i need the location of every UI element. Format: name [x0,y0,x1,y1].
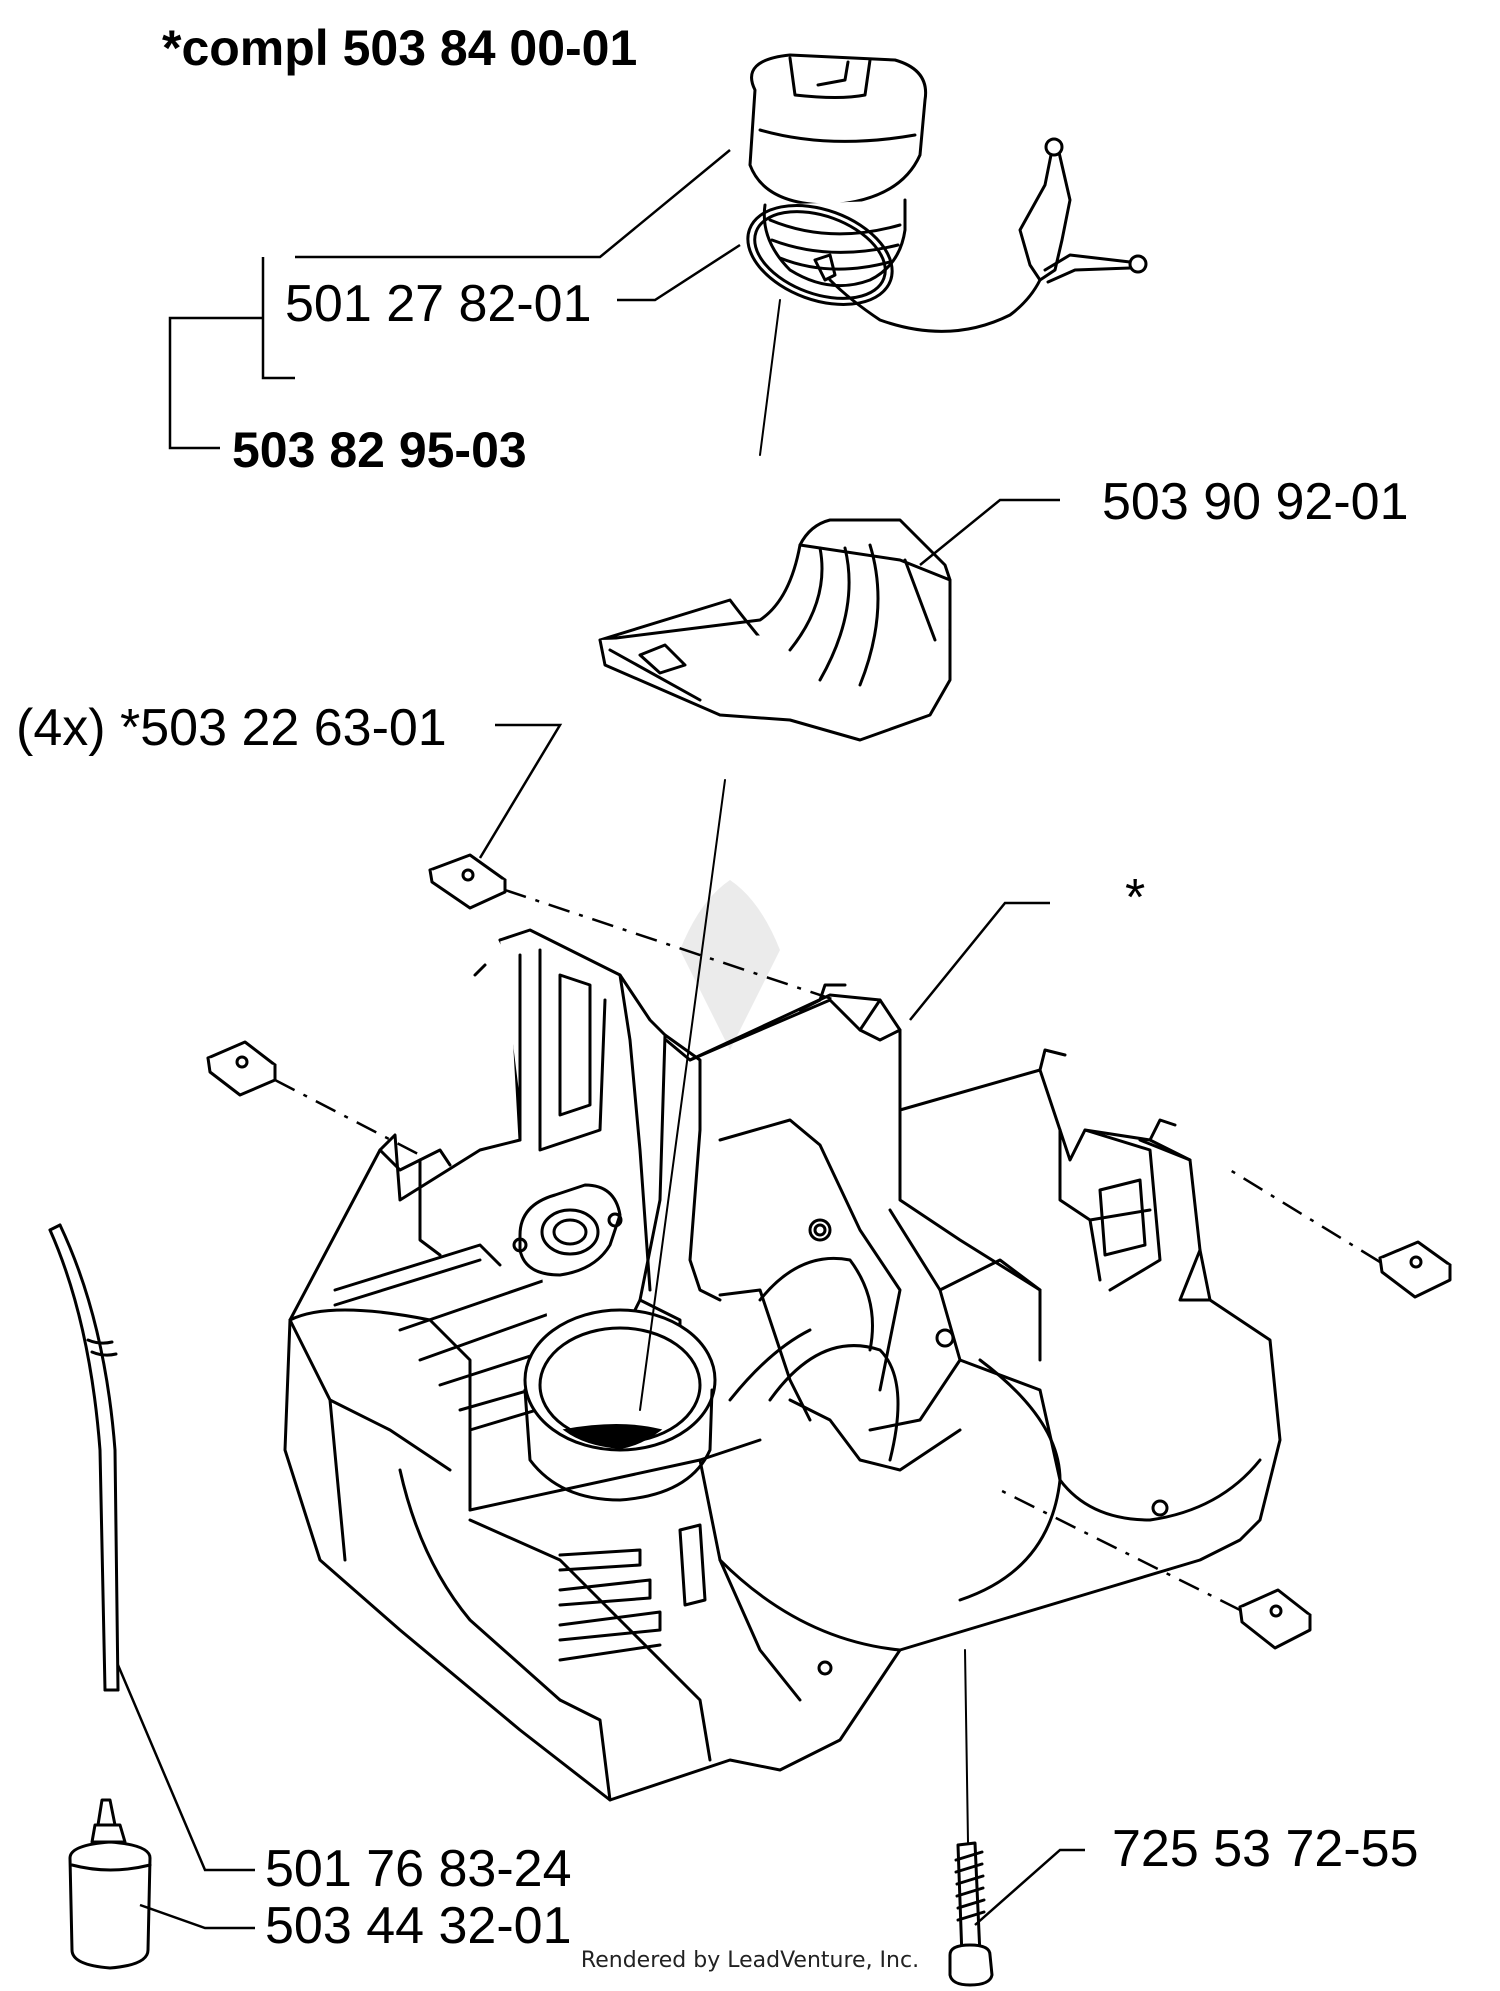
clip-part-number: (4x) *503 22 63-01 [16,699,447,757]
fuel-cap [746,53,928,306]
clip-nut-1 [428,853,507,910]
fuel-filter [68,1798,152,1970]
cap-tether [813,137,1148,333]
assembly-lines [274,299,1381,1843]
filter-part-number: 503 44 32-01 [265,1897,572,1955]
clip-nut-2 [206,1040,277,1097]
tank-insert [598,518,952,742]
clip-nut-4 [1238,1588,1312,1650]
bolt [948,1841,994,1987]
tank-marker: * [1125,869,1146,927]
bolt-part-number: 725 53 72-55 [1112,1820,1419,1878]
clip-nut-3 [1378,1240,1452,1299]
fuel-hose [48,1223,120,1692]
hose-part-number: 501 76 83-24 [265,1840,572,1898]
cap-assembly-number: 503 82 95-03 [232,422,527,478]
insert-part-number: 503 90 92-01 [1102,473,1409,531]
render-credit: Rendered by LeadVenture, Inc. [580,1948,920,1973]
cap-part-number: 501 27 82-01 [285,275,592,333]
fuel-tank [283,928,1282,1802]
complete-assembly-label: *compl 503 84 00-01 [162,20,638,76]
watermark-logo [680,880,780,1050]
leader-lines [116,149,1085,1930]
